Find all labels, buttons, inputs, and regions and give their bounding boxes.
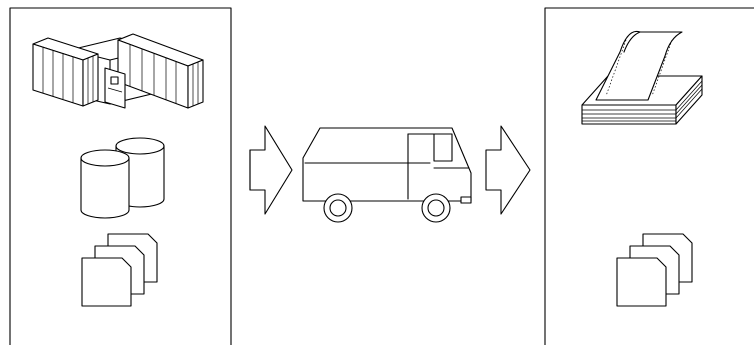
destination-panel-border: [544, 7, 754, 345]
delivery-van-icon: [302, 127, 472, 223]
disk-storage-icon: [80, 137, 165, 219]
destination-panel: [544, 7, 754, 345]
diskette-stack-icon: [616, 233, 693, 307]
source-panel: [9, 7, 232, 345]
transport-section: [249, 125, 531, 223]
arrow-right-icon: [249, 125, 293, 215]
printout-stack-icon: [581, 30, 703, 125]
diskette-stack-icon: [81, 233, 158, 307]
source-panel-border: [9, 7, 232, 345]
mainframe-icon: [32, 33, 204, 109]
arrow-right-icon: [485, 125, 531, 215]
